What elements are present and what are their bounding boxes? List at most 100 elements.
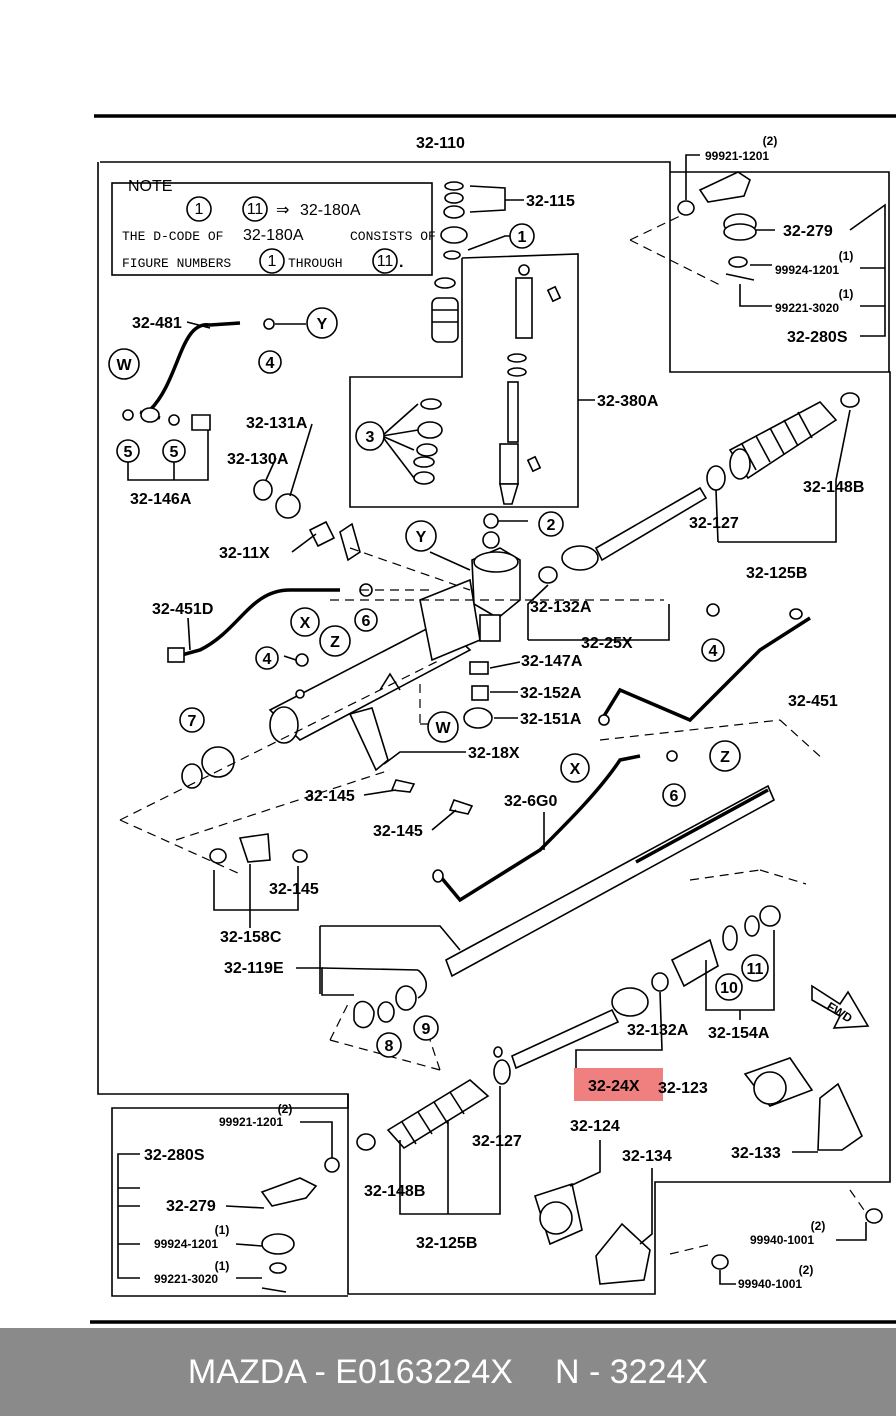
callout-1: 1 xyxy=(518,229,527,246)
lower-bellows-boot xyxy=(356,1046,511,1151)
part-32-18x: 32-18X xyxy=(468,745,520,762)
main-assembly-outline xyxy=(97,161,891,1295)
leader-99921-bot xyxy=(300,1121,333,1158)
note-callout-1 xyxy=(186,196,212,222)
note-line2-code: 32-180A xyxy=(243,227,304,244)
leader-32-124 xyxy=(569,1140,601,1187)
note-arrow: ⇒ xyxy=(276,202,289,219)
leader-1-top xyxy=(467,235,510,251)
leader-32-119e xyxy=(296,967,354,996)
callout-2: 2 xyxy=(547,517,556,534)
callout-6b: 6 xyxy=(670,788,679,805)
leader-32-18x xyxy=(383,751,466,765)
callout-w2: W xyxy=(435,720,451,737)
rack-housing xyxy=(268,547,521,772)
part-number-footer: MAZDA - E0163224X N - 3224X xyxy=(0,1328,896,1416)
note-box xyxy=(111,182,433,276)
leader-32-131a xyxy=(289,423,313,497)
dash-rack-end xyxy=(320,925,461,951)
hose-32-481 xyxy=(148,321,241,412)
callout-7: 7 xyxy=(188,713,197,730)
callout-10: 10 xyxy=(720,980,738,997)
leader-3b xyxy=(381,429,419,437)
bracket-32-158c xyxy=(213,866,299,911)
ring-9 xyxy=(395,985,417,1011)
note-target-code: 32-180A xyxy=(300,202,361,219)
hw-99921-top-qty: (2) xyxy=(763,134,778,148)
bracket-32-280s-top xyxy=(849,203,886,337)
callout-5a: 5 xyxy=(124,444,133,461)
leader-32-115 xyxy=(469,185,506,213)
note-callout-11-label: 11 xyxy=(247,201,264,218)
note-title: NOTE xyxy=(128,178,172,195)
hw-99924-bot-qty: (1) xyxy=(215,1223,230,1237)
part-32-148b-bot: 32-148B xyxy=(364,1183,425,1200)
hw-99221-bot-qty: (1) xyxy=(215,1259,230,1273)
leader-32-24x xyxy=(575,991,663,1070)
callout-y1: Y xyxy=(317,316,328,333)
note-callout-11 xyxy=(242,196,268,222)
leader-3c xyxy=(381,435,415,451)
leader-99921-top xyxy=(685,154,700,200)
part-32-123: 32-123 xyxy=(658,1080,708,1097)
part-32-481: 32-481 xyxy=(132,315,182,332)
rack-bar xyxy=(445,784,776,978)
hose-32-451d-fitting xyxy=(167,647,185,663)
highlight-32-24x xyxy=(574,1068,663,1101)
leader-99940-b xyxy=(719,1270,736,1285)
part-32-279-top: 32-279 xyxy=(783,223,833,240)
callout-3: 3 xyxy=(366,429,375,446)
part-32-451d: 32-451D xyxy=(152,601,213,618)
part-32-110: 32-110 xyxy=(416,135,465,152)
part-32-148b-top: 32-148B xyxy=(803,479,864,496)
nut-y xyxy=(482,531,500,549)
misc-small-parts xyxy=(122,318,720,864)
leader-32-451d xyxy=(187,617,191,651)
seal-stack-parts xyxy=(431,181,468,343)
mount-brackets xyxy=(534,1057,883,1285)
part-32-146a: 32-146A xyxy=(130,491,192,508)
part-32-145-b: 32-145 xyxy=(373,823,423,840)
hw-99940-b-qty: (2) xyxy=(799,1263,814,1277)
hw-99940-a: 99940-1001 xyxy=(750,1233,814,1247)
steering-gear-exploded-diagram: NOTE 1 11 ⇒ 32-180A THE D-CODE OF 32-180… xyxy=(90,114,896,1324)
leader-99924-bot xyxy=(235,1243,263,1247)
part-32-131a: 32-131A xyxy=(246,415,308,432)
leader-32-134 xyxy=(639,1168,653,1245)
hw-99940-a-qty: (2) xyxy=(811,1219,826,1233)
callout-x1: X xyxy=(300,615,311,632)
bracket-32-125b-bot xyxy=(399,1086,501,1215)
leader-32-147a xyxy=(489,661,521,669)
part-32-451: 32-451 xyxy=(788,693,838,710)
part-32-279-bot: 32-279 xyxy=(166,1198,216,1215)
part-32-24x: 32-24X xyxy=(588,1078,640,1095)
leader-99221-top xyxy=(739,284,772,307)
part-32-125b-top: 32-125B xyxy=(746,565,807,582)
note-callout-1b-label: 1 xyxy=(268,253,277,270)
pinion-kit-seals xyxy=(413,398,443,485)
part-32-133: 32-133 xyxy=(731,1145,781,1162)
part-32-132a-top: 32-132A xyxy=(530,599,592,616)
hose-32-481-fitting xyxy=(140,407,160,423)
hose-32-6g0 xyxy=(438,754,641,903)
hw-99924-top: 99924-1201 xyxy=(775,263,839,277)
part-32-132a-bot: 32-132A xyxy=(627,1022,689,1039)
hw-99221-top: 99221-3020 xyxy=(775,301,839,315)
leader-4-mid xyxy=(283,655,297,661)
hose-32-451d xyxy=(177,588,340,658)
hw-99221-bot: 99221-3020 xyxy=(154,1272,218,1286)
part-32-11x: 32-11X xyxy=(219,545,270,562)
hose-32-6g0-fitting xyxy=(432,869,444,883)
leader-32-148b-top xyxy=(718,409,851,543)
part-32-25x: 32-25X xyxy=(581,635,633,652)
hw-99221-top-qty: (1) xyxy=(839,287,854,301)
leader-y-mid xyxy=(429,551,471,571)
upper-tie-rod xyxy=(538,486,708,584)
part-32-380a: 32-380A xyxy=(597,393,659,410)
bracket-32-25x xyxy=(528,604,670,641)
leader-32-11x xyxy=(291,533,317,553)
note-line3-end: . xyxy=(399,254,403,271)
leader-32-145-b xyxy=(431,809,457,831)
leader-32-145-a xyxy=(363,789,397,796)
leader-32-130a xyxy=(265,457,277,481)
